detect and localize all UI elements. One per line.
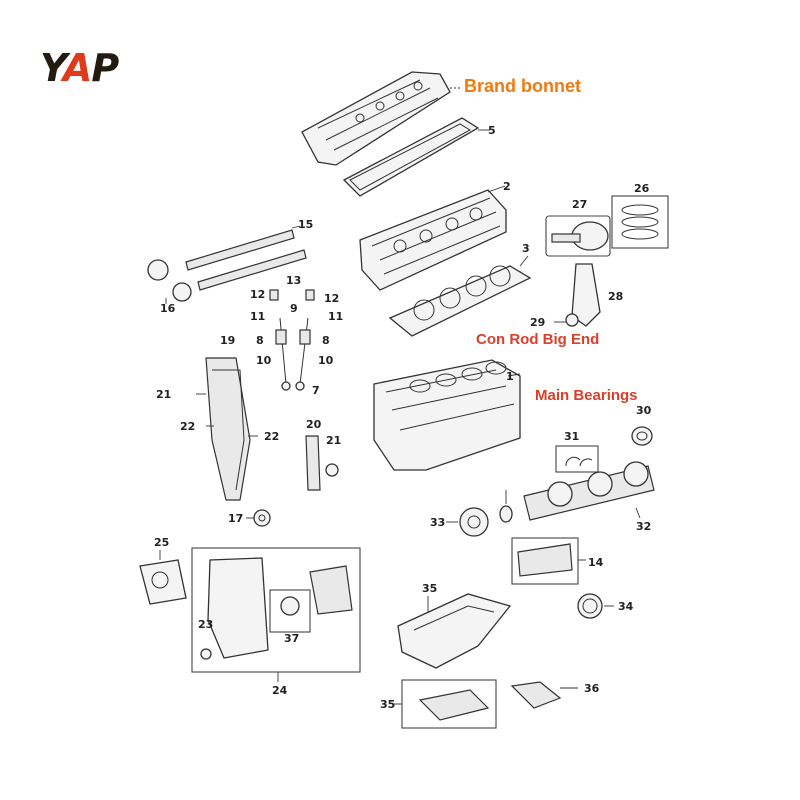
- part-number-11a: 11: [250, 310, 265, 323]
- logo-letter-p: P: [91, 46, 119, 90]
- logo-letter-a: A: [62, 46, 92, 90]
- crank-pulley: [446, 507, 489, 537]
- part-number-34: 34: [618, 600, 634, 613]
- part-number-5: 5: [488, 124, 496, 137]
- part-number-3: 3: [522, 242, 530, 255]
- crankshaft: [523, 461, 655, 521]
- part-number-1: 1: [506, 370, 514, 383]
- part-number-11b: 11: [328, 310, 343, 323]
- rear-main-seal: [577, 593, 614, 619]
- part-number-35a: 35: [422, 582, 437, 595]
- part-number-12a: 12: [250, 288, 265, 301]
- part-number-26: 26: [634, 182, 650, 195]
- valve-train: [269, 289, 315, 391]
- part-number-37: 37: [284, 632, 299, 645]
- engine-block: [373, 359, 521, 471]
- part-number-8a: 8: [256, 334, 264, 347]
- part-number-25: 25: [154, 536, 169, 549]
- part-number-10a: 10: [256, 354, 272, 367]
- crank-sprocket: [246, 509, 271, 527]
- logo-letter-y: Y: [40, 46, 64, 90]
- part-number-20: 20: [306, 418, 322, 431]
- part-number-29: 29: [530, 316, 545, 329]
- part-number-19: 19: [220, 334, 235, 347]
- callout-con-rod-big-end: Con Rod Big End: [476, 331, 600, 348]
- part-number-14: 14: [588, 556, 604, 569]
- balancer-unit: [511, 537, 586, 585]
- head-gasket: [388, 255, 532, 337]
- part-number-27: 27: [572, 198, 587, 211]
- camshafts: [147, 225, 307, 304]
- valve-cover-gasket: [342, 117, 490, 197]
- part-number-12b: 12: [324, 292, 339, 305]
- part-number-23: 23: [198, 618, 213, 631]
- part-number-8b: 8: [322, 334, 330, 347]
- part-number-31: 31: [564, 430, 579, 443]
- part-number-13: 13: [286, 274, 301, 287]
- thrust-washers: [555, 445, 599, 473]
- part-number-36: 36: [584, 682, 600, 695]
- cylinder-head: [359, 185, 507, 291]
- main-bearing: [631, 426, 653, 446]
- part-number-22b: 22: [264, 430, 279, 443]
- part-number-35b: 35: [380, 698, 395, 711]
- part-number-7: 7: [312, 384, 320, 397]
- oil-strainer: [394, 679, 497, 729]
- part-number-10b: 10: [318, 354, 334, 367]
- part-number-15: 15: [298, 218, 313, 231]
- part-number-labels: 1 2 3 5 7 8 8 9 10 10 11 11 12 12 13 14 …: [154, 124, 652, 711]
- callout-main-bearings: Main Bearings: [535, 387, 638, 404]
- front-seal: [499, 490, 513, 523]
- part-number-2: 2: [503, 180, 511, 193]
- timing-cover-group: [191, 547, 361, 682]
- part-number-9: 9: [290, 302, 298, 315]
- valve-cover: [301, 71, 462, 166]
- oil-pickup: [510, 681, 578, 709]
- oil-pan: [397, 593, 512, 669]
- part-number-17: 17: [228, 512, 243, 525]
- part-number-21a: 21: [156, 388, 171, 401]
- part-number-33: 33: [430, 516, 445, 529]
- piston-con-rod: [545, 215, 611, 327]
- idler-seal: [200, 648, 212, 660]
- part-number-22a: 22: [180, 420, 195, 433]
- part-number-21b: 21: [326, 434, 341, 447]
- part-number-30: 30: [636, 404, 652, 417]
- part-number-28: 28: [608, 290, 623, 303]
- part-number-24: 24: [272, 684, 288, 697]
- brand-logo: YAP: [40, 48, 150, 88]
- timing-chain: [196, 357, 258, 501]
- part-number-32: 32: [636, 520, 651, 533]
- logo-text: YAP: [40, 46, 119, 90]
- water-pump: [139, 550, 187, 605]
- piston-rings: [611, 195, 669, 249]
- oil-pump-chain: [305, 435, 339, 491]
- part-number-16: 16: [160, 302, 176, 315]
- callout-brand-bonnet: Brand bonnet: [464, 76, 581, 96]
